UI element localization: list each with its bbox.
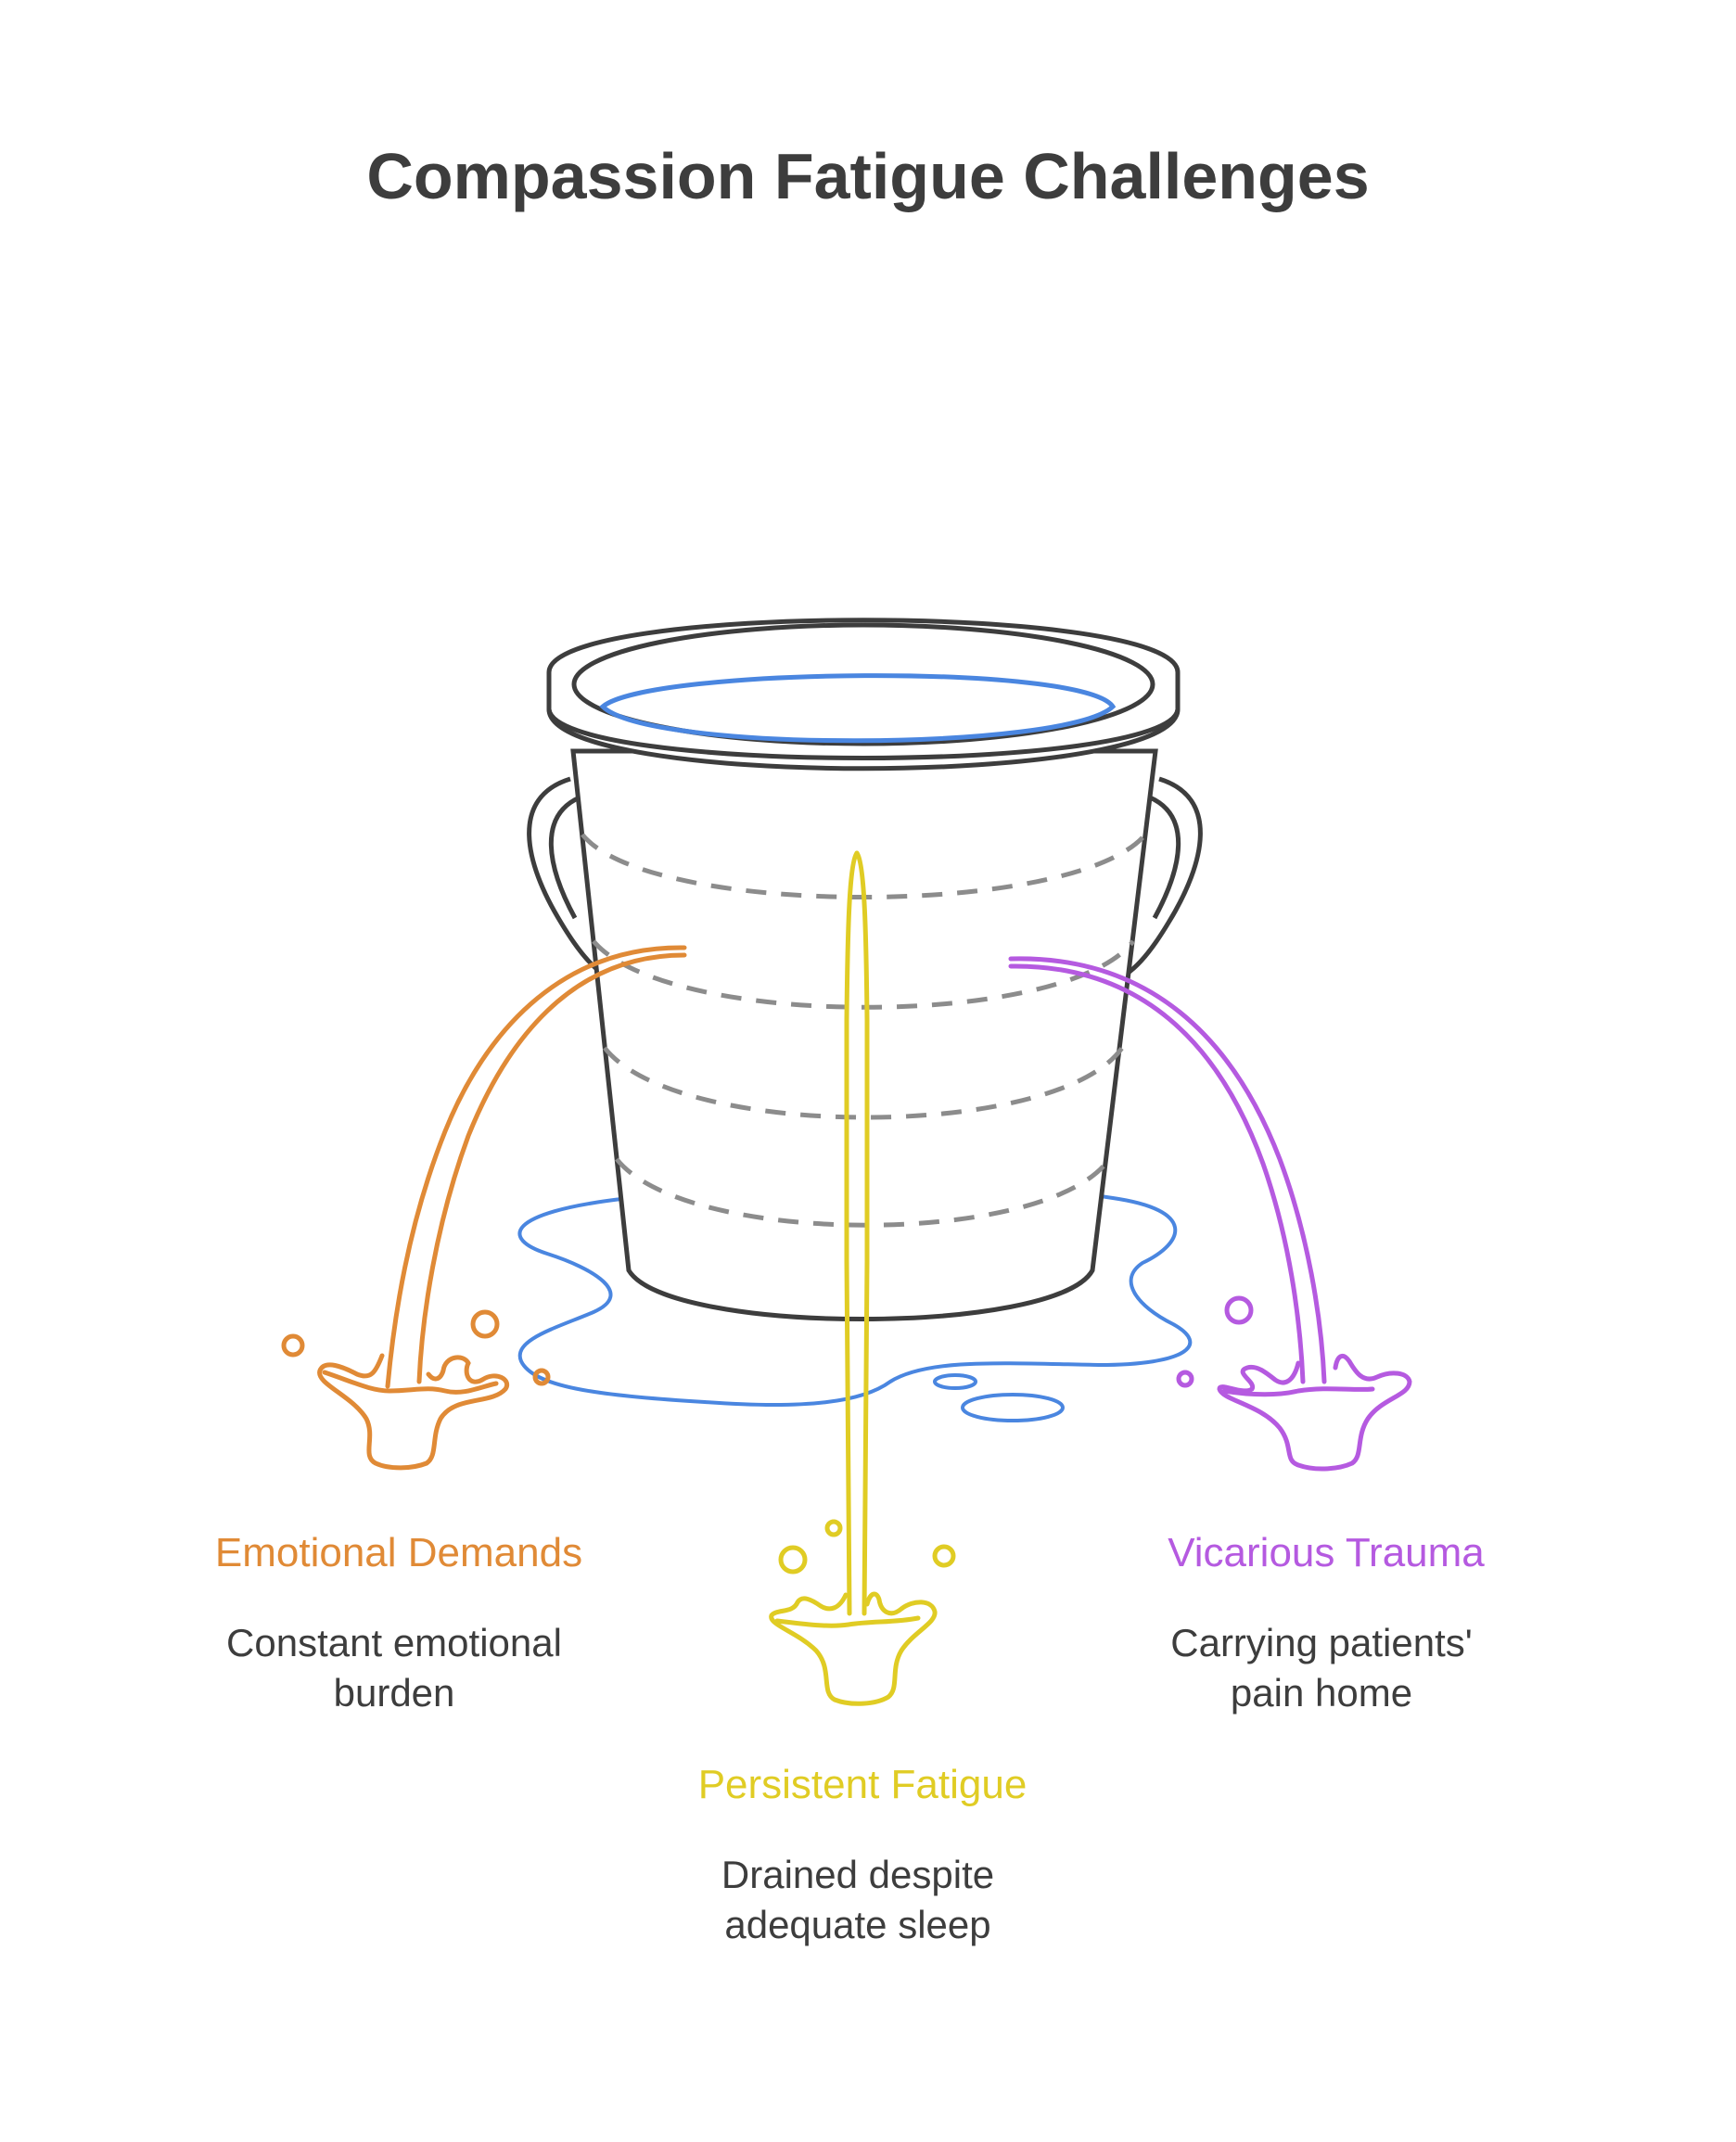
page-title: Compassion Fatigue Challenges [366,140,1370,212]
trauma-splash [1217,1353,1412,1472]
water-droplet-small [933,1373,977,1390]
bucket-handle [527,776,605,976]
trauma-leak [1008,956,1412,1472]
emotional-leak [281,945,687,1471]
vicarious-trauma-description-line-2: pain home [1230,1671,1413,1715]
emotional-demands-description-line-2: burden [333,1671,455,1715]
persistent-fatigue-description: Drained despite adequate sleep [631,1850,1085,1950]
persistent-fatigue-description-line-2: adequate sleep [724,1903,991,1946]
persistent-fatigue-description-line-1: Drained despite [721,1853,995,1896]
water-puddle [517,1182,1193,1408]
vicarious-trauma-description: Carrying patients' pain home [1094,1618,1549,1718]
vicarious-trauma-description-line-1: Carrying patients' [1170,1621,1473,1664]
persistent-fatigue-label: Persistent Fatigue [697,1762,1028,1807]
emotional-splash [317,1353,510,1471]
fatigue-splash [769,1591,938,1706]
emotional-demands-description: Constant emotional burden [167,1618,621,1718]
bucket-opening [571,622,1155,746]
emotional-demands-label: Emotional Demands [214,1530,583,1575]
bucket-body [570,748,1158,1321]
vicarious-trauma-label: Vicarious Trauma [1168,1530,1485,1575]
water-surface [599,673,1117,744]
fatigue-leak [769,850,956,1706]
emotional-demands-description-line-1: Constant emotional [226,1621,562,1664]
water-droplet-large [961,1393,1065,1422]
